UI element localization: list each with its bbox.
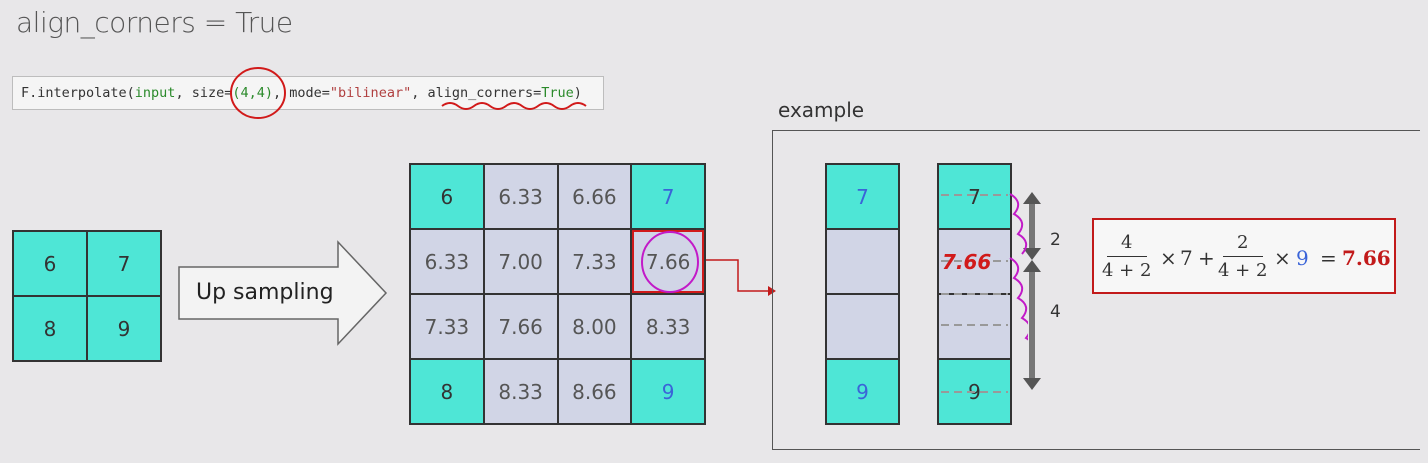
subdivision-lines xyxy=(941,194,1008,393)
fraction-bar xyxy=(1222,256,1263,257)
distance-arrows-icon xyxy=(1023,192,1041,390)
fraction-2-denominator: 4 + 2 xyxy=(1218,260,1268,281)
example-cell: 7 xyxy=(938,164,1011,229)
fraction-2: 2 4 + 2 xyxy=(1218,232,1267,281)
formula-value-9: 9 xyxy=(1296,246,1309,270)
output-cell-highlighted: 7.66 xyxy=(631,229,705,294)
example-cell xyxy=(826,294,899,359)
annotation-circle-cell xyxy=(641,231,699,293)
input-cell: 7 xyxy=(87,231,161,296)
output-cell: 7.33 xyxy=(557,229,632,294)
annotation-underline xyxy=(441,102,587,110)
fraction-bar xyxy=(1106,256,1147,257)
output-cell: 8.00 xyxy=(557,294,632,359)
output-cell: 8.66 xyxy=(557,359,632,424)
example-label: example xyxy=(778,98,865,122)
pointer-arrow-icon xyxy=(706,259,776,296)
example-cell: 7 xyxy=(826,164,899,229)
fraction-2-numerator: 2 xyxy=(1236,232,1249,253)
code-close: ) xyxy=(573,85,582,101)
output-cell: 6.33 xyxy=(410,229,484,294)
fraction-1: 4 4 + 2 xyxy=(1102,232,1151,281)
input-cell: 6 xyxy=(13,231,87,296)
code-snippet: F.interpolate(input, size=(4,4), mode="b… xyxy=(12,76,604,110)
example-cell xyxy=(826,229,899,294)
input-grid: 6 7 8 9 xyxy=(12,230,162,362)
input-cell: 9 xyxy=(87,296,161,361)
code-sep-mode: , mode= xyxy=(273,85,330,101)
code-func: F.interpolate( xyxy=(21,85,135,101)
code-size-open: ( xyxy=(232,85,241,101)
code-mode-value: "bilinear" xyxy=(329,85,412,101)
output-cell: 7 xyxy=(631,164,705,229)
code-size-close: ) xyxy=(264,85,274,101)
formula-value-7: 7 xyxy=(1180,246,1193,270)
annotation-value: 7.66 xyxy=(942,250,992,274)
times-operator: × xyxy=(1160,246,1177,270)
output-cell: 6.66 xyxy=(557,164,632,229)
annotation-circle-size xyxy=(230,67,286,119)
distance-label-2: 2 xyxy=(1050,230,1061,250)
code-sep-size: , size= xyxy=(175,85,233,101)
example-column-source: 7 9 xyxy=(825,163,900,425)
output-cell: 8.33 xyxy=(631,294,705,359)
output-grid: 6 6.33 6.66 7 6.33 7.00 7.33 7.66 7.33 7… xyxy=(409,163,706,425)
example-cell xyxy=(938,294,1011,359)
output-cell: 9 xyxy=(631,359,705,424)
annotation-braces xyxy=(1009,193,1028,341)
example-box xyxy=(772,130,1420,450)
fraction-1-denominator: 4 + 2 xyxy=(1102,260,1152,281)
output-cell: 7.66 xyxy=(483,294,558,359)
output-cell: 7.00 xyxy=(483,229,558,294)
plus-operator: + xyxy=(1198,246,1215,270)
output-cell: 8.33 xyxy=(483,359,558,424)
code-sep-align: , align_corners= xyxy=(411,85,542,101)
example-column-annotated: 7 9 xyxy=(937,163,1012,425)
input-cell: 8 xyxy=(13,296,87,361)
output-cell: 8 xyxy=(410,359,484,424)
distance-label-4: 4 xyxy=(1050,302,1061,322)
code-align-value: True xyxy=(541,85,574,101)
output-cell: 6.33 xyxy=(483,164,558,229)
equals-operator: = xyxy=(1320,246,1337,270)
times-operator: × xyxy=(1274,246,1291,270)
upsampling-label: Up sampling xyxy=(196,280,334,305)
code-arg-input: input xyxy=(134,85,176,101)
code-size-value: 4,4 xyxy=(240,85,265,101)
output-cell: 7.33 xyxy=(410,294,484,359)
example-cell: 9 xyxy=(826,359,899,424)
upsampling-arrow-icon xyxy=(178,240,388,346)
fraction-1-numerator: 4 xyxy=(1120,232,1133,253)
formula-box: 4 4 + 2 × 7 + 2 4 + 2 × 9 = 7.66 xyxy=(1092,218,1396,294)
formula-result: 7.66 xyxy=(1342,246,1391,270)
page-title: align_corners = True xyxy=(16,6,293,39)
output-cell: 6 xyxy=(410,164,484,229)
